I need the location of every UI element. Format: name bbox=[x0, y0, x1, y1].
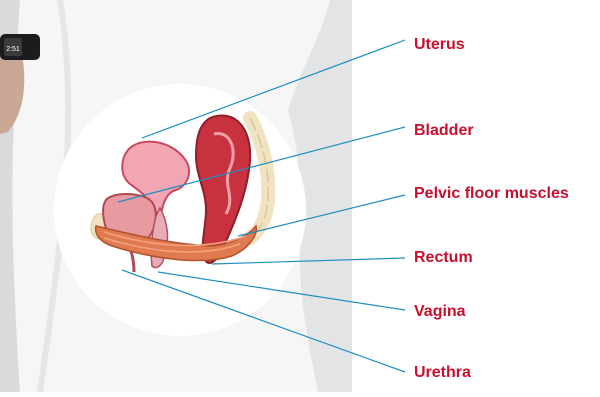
label-bladder: Bladder bbox=[414, 122, 474, 140]
label-uterus: Uterus bbox=[414, 36, 465, 54]
label-urethra: Urethra bbox=[414, 364, 471, 382]
label-pelvic-floor-muscles: Pelvic floor muscles bbox=[414, 185, 569, 203]
label-rectum: Rectum bbox=[414, 249, 473, 267]
watch-display: 2:51 bbox=[6, 46, 20, 53]
label-vagina: Vagina bbox=[414, 303, 466, 321]
